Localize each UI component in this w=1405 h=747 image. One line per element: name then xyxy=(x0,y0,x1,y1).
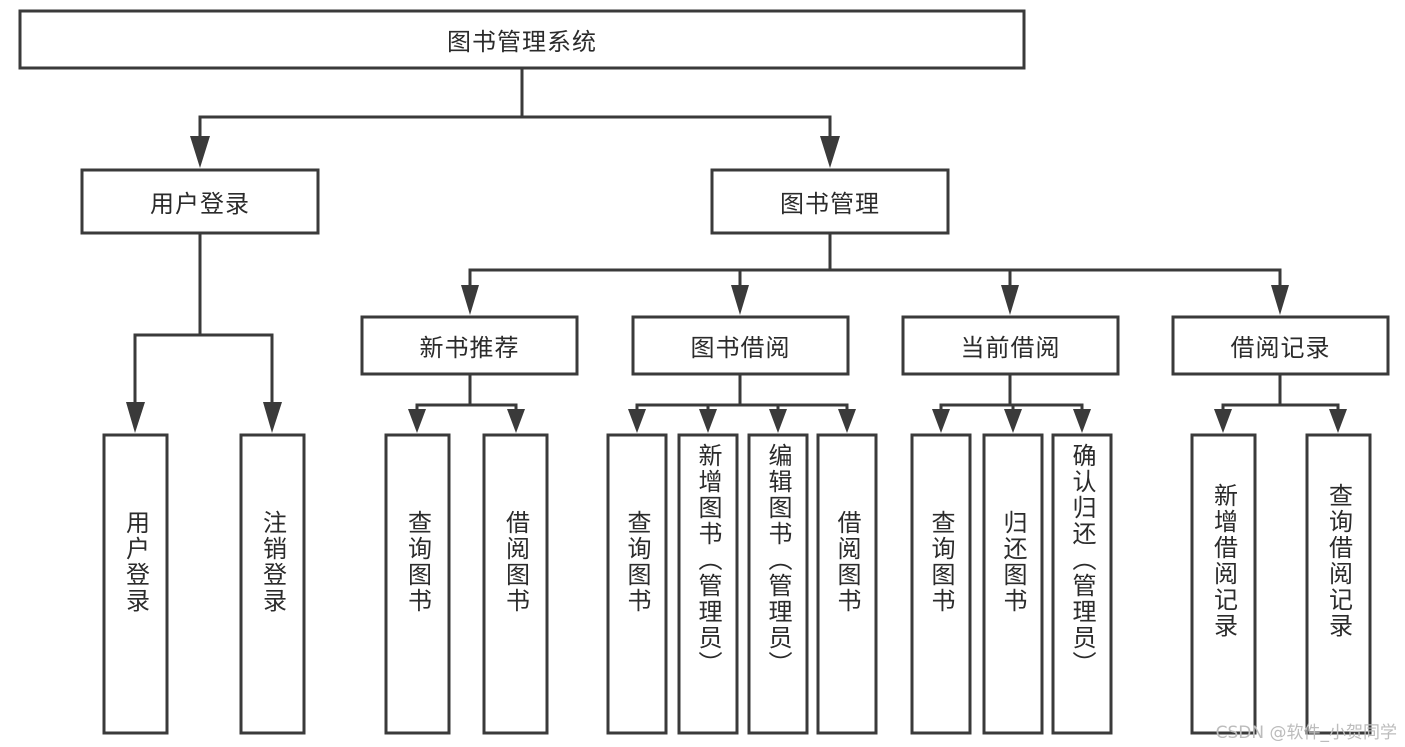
node-box-nbr-query-book[interactable] xyxy=(384,433,451,735)
node-box-leaf-user-logout[interactable] xyxy=(239,433,306,735)
connectors-root xyxy=(190,66,840,168)
arrowhead-nbr-query-book xyxy=(408,409,426,433)
arrowhead-br-add-record xyxy=(1214,409,1232,433)
node-box-br-add-record[interactable] xyxy=(1190,433,1257,735)
node-box-borrow-record[interactable] xyxy=(1171,315,1390,376)
arrowhead-new-book-recommend xyxy=(461,285,479,315)
node-box-bb-edit-book[interactable] xyxy=(747,433,809,735)
node-box-bb-borrow-book[interactable] xyxy=(816,433,878,735)
arrowhead-nbr-borrow-book xyxy=(507,409,525,433)
node-box-bb-add-book[interactable] xyxy=(677,433,739,735)
connectors-current-borrow xyxy=(932,372,1091,433)
arrowhead-current-borrow xyxy=(1001,285,1019,315)
connectors-book-management xyxy=(461,231,1289,315)
arrowhead-leaf-user-logout xyxy=(263,402,282,433)
arrowhead-cb-query-book xyxy=(932,409,950,433)
arrowhead-bb-edit-book xyxy=(769,409,787,433)
connectors-borrow-record xyxy=(1214,372,1347,433)
node-box-new-book-recommend[interactable] xyxy=(360,315,579,376)
connectors-book-borrow xyxy=(628,372,856,433)
node-box-cb-query-book[interactable] xyxy=(910,433,972,735)
node-box-br-query-record[interactable] xyxy=(1305,433,1372,735)
arrowhead-book-management xyxy=(820,136,840,168)
node-box-book-borrow[interactable] xyxy=(631,315,850,376)
arrowhead-cb-confirm-return xyxy=(1073,409,1091,433)
node-box-leaf-user-login[interactable] xyxy=(102,433,169,735)
arrowhead-borrow-record xyxy=(1271,285,1289,315)
connectors-user-login xyxy=(126,231,282,433)
arrowhead-bb-query-book xyxy=(628,409,646,433)
node-box-root[interactable] xyxy=(18,9,1026,70)
node-box-bb-query-book[interactable] xyxy=(606,433,668,735)
arrowhead-user-login xyxy=(190,136,210,168)
node-boxes xyxy=(18,9,1390,735)
connectors-new-book-recommend xyxy=(408,372,525,433)
node-box-user-login[interactable] xyxy=(80,168,320,235)
node-box-cb-return-book[interactable] xyxy=(982,433,1044,735)
node-box-cb-confirm-return[interactable] xyxy=(1051,433,1113,735)
node-box-book-management[interactable] xyxy=(710,168,950,235)
arrowhead-cb-return-book xyxy=(1004,409,1022,433)
node-box-nbr-borrow-book[interactable] xyxy=(482,433,549,735)
arrowhead-bb-add-book xyxy=(699,409,717,433)
node-box-current-borrow[interactable] xyxy=(901,315,1120,376)
arrowhead-book-borrow xyxy=(731,285,749,315)
arrowhead-br-query-record xyxy=(1329,409,1347,433)
arrowhead-bb-borrow-book xyxy=(838,409,856,433)
arrowhead-leaf-user-login xyxy=(126,402,145,433)
